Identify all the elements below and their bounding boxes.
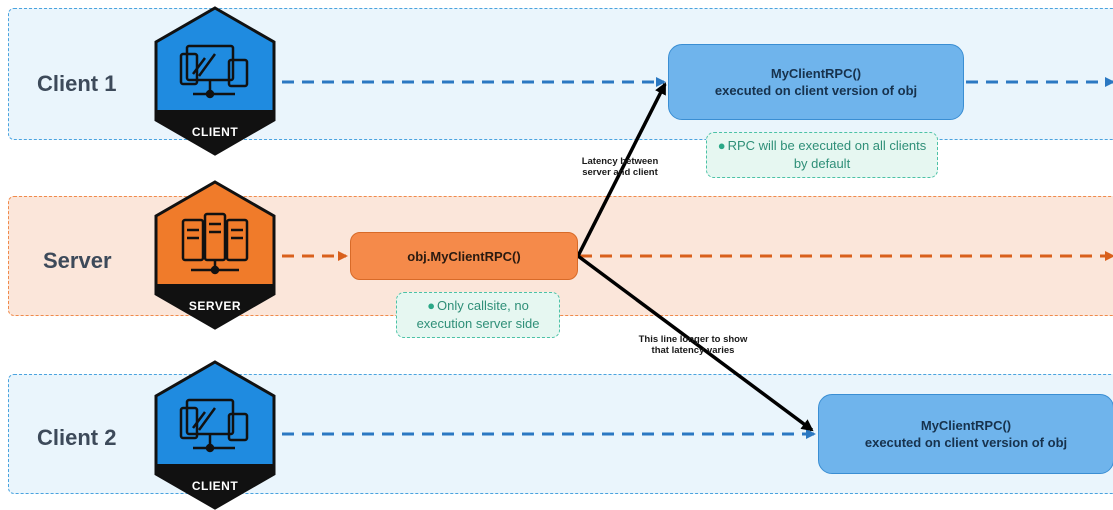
latency-label: Latency between server and client (581, 156, 659, 178)
flow-arrows (282, 77, 1113, 439)
lightbulb-icon: ● (427, 298, 436, 313)
client1-rpc-title: MyClientRPC() (770, 66, 862, 81)
server-badge: SERVER (188, 299, 242, 313)
client1-rpc-subtitle: executed on client version of obj (714, 83, 918, 98)
client2-rpc-title: MyClientRPC() (920, 418, 1012, 433)
client1-node: CLIENT (153, 6, 277, 156)
server-note-text: Only callsite, no execution server side (416, 298, 540, 331)
server-note: ●Only callsite, no execution server side (396, 292, 560, 338)
client2-node: CLIENT (153, 360, 277, 510)
client2-badge: CLIENT (191, 479, 239, 493)
latency-arrow-client1 (576, 82, 667, 257)
client2-rpc-box: MyClientRPC() executed on client version… (818, 394, 1113, 474)
client1-badge: CLIENT (191, 125, 239, 139)
server-call-box: obj.MyClientRPC() (350, 232, 578, 280)
client2-lane-label: Client 2 (37, 425, 117, 450)
lightbulb-icon: ● (717, 138, 726, 153)
server-call-title: obj.MyClientRPC() (407, 248, 521, 264)
server-node: SERVER (153, 180, 277, 330)
client1-lane-label: Client 1 (37, 71, 117, 96)
client1-rpc-box: MyClientRPC() executed on client version… (668, 44, 964, 120)
client-note: ●RPC will be executed on all clients by … (706, 132, 938, 178)
latency-arrow-client2 (576, 254, 814, 432)
client2-rpc-subtitle: executed on client version of obj (864, 435, 1068, 450)
server-rack-icon (154, 180, 276, 330)
server-lane-label: Server (43, 248, 112, 273)
client-devices-icon (154, 6, 276, 156)
client-devices-icon (154, 360, 276, 510)
client-note-text: RPC will be executed on all clients by d… (727, 138, 927, 171)
latency-varies-label: This line longer to show that latency va… (638, 334, 748, 356)
